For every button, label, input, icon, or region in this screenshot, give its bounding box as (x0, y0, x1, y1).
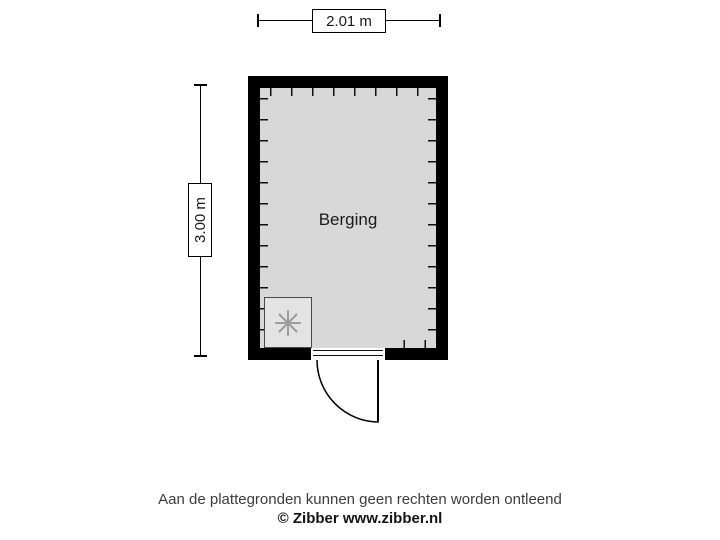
wall-hatch-right (428, 88, 436, 348)
height-dimension-label: 3.00 m (188, 183, 212, 257)
height-dimension-tick-bottom (194, 355, 207, 357)
height-dimension-tick-top (194, 84, 207, 86)
wall-hatch-bottom-right (384, 340, 436, 348)
door-swing-arc (316, 359, 380, 423)
room-label: Berging (318, 210, 378, 229)
fan-asterisk-icon (275, 309, 301, 336)
width-dimension-label: 2.01 m (312, 9, 386, 33)
door-leaf (377, 360, 379, 421)
width-dimension-tick-left (257, 14, 259, 27)
footer-copyright: © Zibber www.zibber.nl (277, 510, 443, 527)
footer-disclaimer: Aan de plattegronden kunnen geen rechten… (158, 491, 562, 508)
wall-hatch-left (260, 88, 268, 348)
width-dimension-tick-right (439, 14, 441, 27)
ventilation-unit (264, 297, 312, 348)
wall-hatch-top (260, 88, 436, 96)
door-threshold (313, 350, 383, 356)
